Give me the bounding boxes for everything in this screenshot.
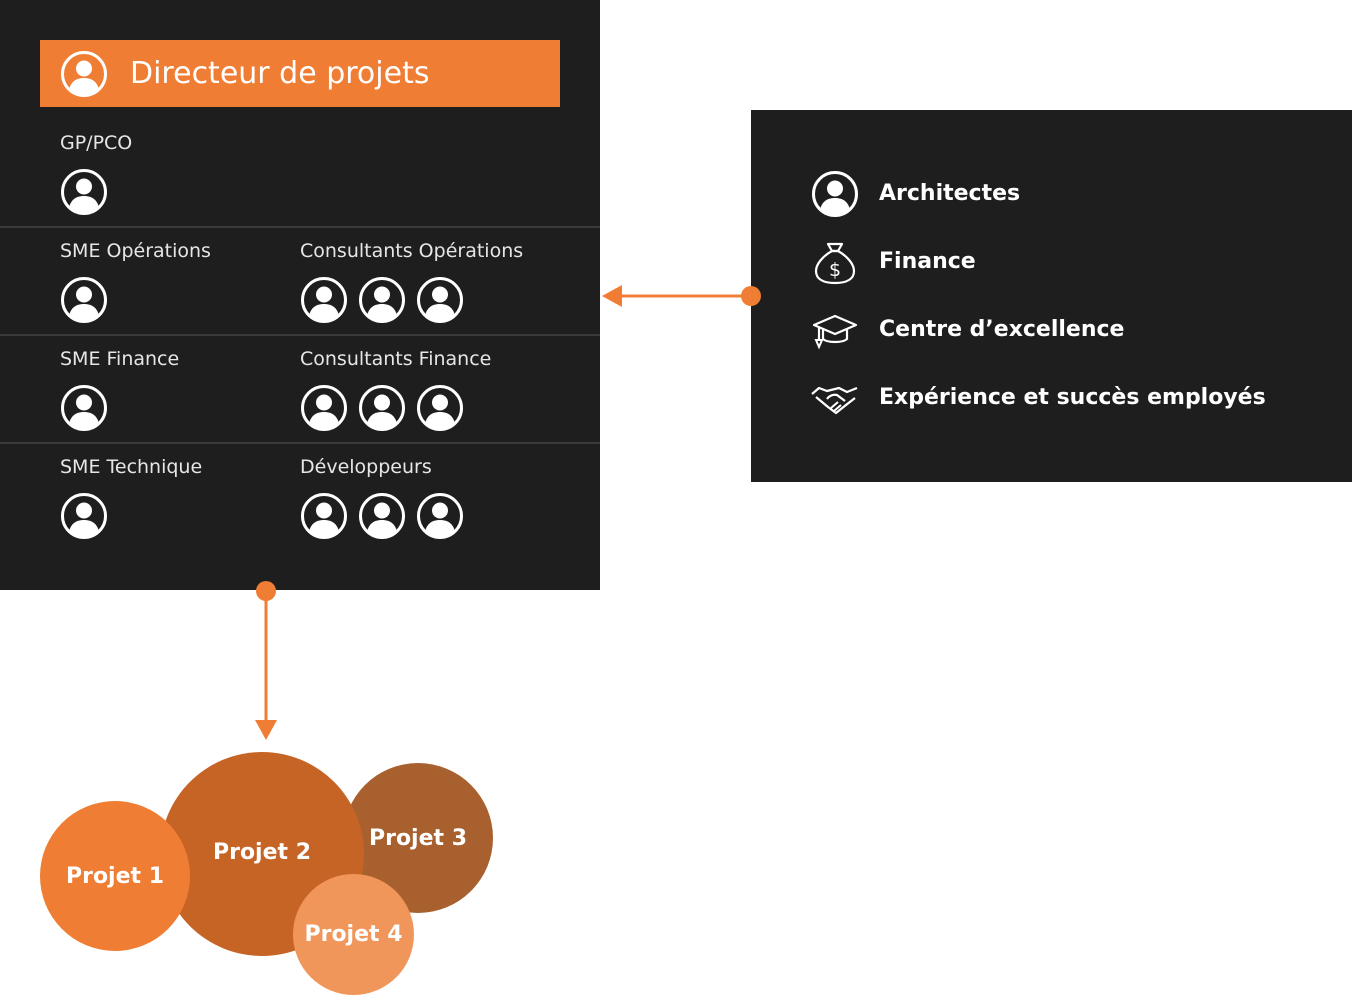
- person-icon: [300, 276, 348, 324]
- graduation-cap-icon: [812, 314, 858, 350]
- project-3-label: Projet 3: [368, 825, 468, 851]
- project-1-label: Projet 1: [65, 863, 165, 889]
- sme-finance-label: SME Finance: [60, 348, 180, 370]
- person-icon: [416, 492, 464, 540]
- handshake-icon: [811, 386, 858, 415]
- project-4-label: Projet 4: [304, 922, 403, 947]
- divider: [0, 334, 600, 336]
- support-item-experience: Expérience et succès employés: [811, 374, 1331, 422]
- sme-technique-label: SME Technique: [60, 456, 203, 478]
- consultants-finance-label: Consultants Finance: [300, 348, 492, 370]
- support-item-label: Centre d’excellence: [879, 317, 1125, 342]
- connector-team-to-projects: [255, 581, 277, 740]
- person-icon: [300, 384, 348, 432]
- support-item-label: Expérience et succès employés: [879, 385, 1266, 410]
- project-3-bubble: Projet 3: [343, 763, 493, 913]
- person-icon: [60, 384, 108, 432]
- developpeurs-label: Développeurs: [300, 456, 432, 478]
- support-item-label: Architectes: [879, 181, 1021, 206]
- svg-text:$: $: [829, 259, 841, 281]
- support-item-centre-excellence: Centre d’excellence: [811, 306, 1331, 354]
- person-icon: [60, 168, 108, 216]
- money-bag-icon: $: [814, 242, 856, 285]
- team-panel: Directeur de projets GP/PCO SME Opératio…: [0, 0, 600, 590]
- director-title: Directeur de projets: [130, 56, 430, 91]
- project-1-bubble: Projet 1: [40, 801, 190, 951]
- person-icon: [811, 170, 859, 218]
- sme-operations-label: SME Opérations: [60, 240, 211, 262]
- person-icon: [60, 492, 108, 540]
- divider: [0, 442, 600, 444]
- support-item-finance: $ Finance: [811, 238, 1331, 286]
- person-icon: [358, 384, 406, 432]
- person-icon: [358, 276, 406, 324]
- person-icon: [300, 492, 348, 540]
- support-item-architectes: Architectes: [811, 170, 1331, 218]
- project-2-label: Projet 2: [212, 839, 312, 865]
- person-icon: [60, 50, 108, 98]
- support-item-label: Finance: [879, 249, 976, 274]
- consultants-operations-label: Consultants Opérations: [300, 240, 524, 262]
- divider: [0, 226, 600, 228]
- person-icon: [416, 276, 464, 324]
- gp-label: GP/PCO: [60, 132, 133, 154]
- support-panel: Architectes $ Finance Centre d’excellenc…: [751, 110, 1352, 482]
- person-icon: [358, 492, 406, 540]
- person-icon: [60, 276, 108, 324]
- connector-support-to-team: [602, 285, 761, 307]
- director-header: Directeur de projets: [40, 40, 560, 107]
- person-icon: [416, 384, 464, 432]
- project-4-bubble: Projet 4: [293, 874, 414, 995]
